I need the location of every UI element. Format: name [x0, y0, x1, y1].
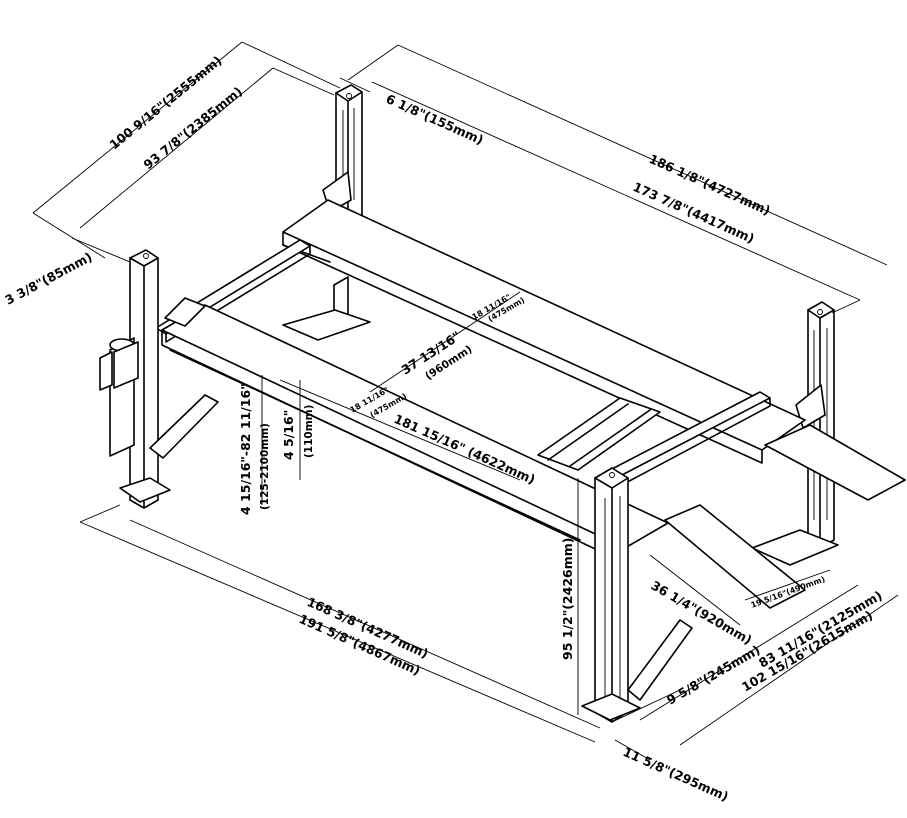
dim-overall-width-outer: 100 9/16"(2555mm): [106, 53, 224, 153]
rear-right-post: [751, 301, 839, 566]
drive-on-ramps: [627, 424, 906, 701]
jack-tray: [537, 397, 661, 471]
dim-column-height: 95 1/2"(2426mm): [560, 538, 575, 661]
dim-overall-width-inner: 93 7/8"(2385mm): [140, 84, 245, 173]
rear-left-post: [282, 84, 371, 341]
dim-runway-height-b: (110mm): [303, 405, 315, 458]
dimension-lines: [32, 41, 899, 761]
dim-lift-height-a: 4 15/16"-82 11/16": [238, 383, 253, 515]
front-left-post: [99, 249, 219, 509]
rear-chock: [164, 297, 206, 327]
dim-base-plate-b: 11 5/8"(295mm): [621, 744, 731, 804]
dim-post-offset: 3 3/8"(85mm): [2, 249, 94, 308]
front-right-post: [581, 467, 641, 723]
dim-lift-height-b: (125-2100mm): [259, 423, 271, 510]
dim-ramp-length: 36 1/4"(920mm): [649, 578, 755, 648]
dim-runway-height-a: 4 5/16": [281, 410, 296, 460]
dim-base-plate-a: 9 5/8"(245mm): [664, 642, 763, 708]
dim-post-depth: 6 1/8"(155mm): [384, 91, 486, 147]
